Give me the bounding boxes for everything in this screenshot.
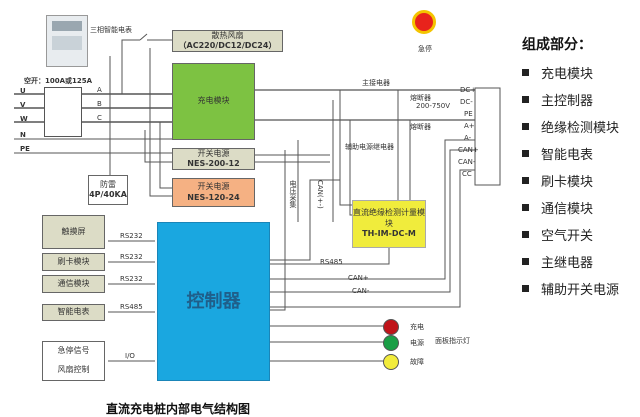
link-rs232-2: RS232 [120,253,143,261]
component-item: 智能电表 [522,144,593,163]
component-item: 通信模块 [522,198,593,217]
diagram-title: 直流充电桩内部电气结构图 [106,402,251,416]
card-reader: 刷卡模块 [42,253,105,271]
fault-indicator [383,354,399,370]
link-can-plus: CAN+ [348,274,369,282]
phase-w: W [20,115,28,123]
terminal-pe: PE [464,110,473,118]
link-rs485-right: RS485 [320,258,343,266]
terminal-cc: CC [462,170,472,178]
terminal-can-plus: CAN+ [458,146,479,154]
meter-label: 三相智能电表 [90,26,132,34]
component-item: 刷卡模块 [522,171,593,190]
link-can-minus: CAN- [352,287,370,295]
terminal-a-plus: A+ [464,122,475,130]
tap-b: B [97,100,102,108]
terminal-can-minus: CAN- [458,158,476,166]
link-rs232-3: RS232 [120,275,143,283]
phase-u: U [20,87,26,95]
smart-meter-image [46,15,88,67]
estop-fan-control: 急停信号风扇控制 [42,341,105,381]
cooling-fan-box: 散热风扇（AC220/DC12/DC24） [172,30,283,52]
component-item: 辅助开关电源 [522,279,619,298]
controller: 控制器 [157,222,270,381]
phase-n: N [20,131,26,139]
tap-c: C [97,114,102,122]
breaker-label: 空开：100A或125A [24,77,93,85]
comm-module: 通信模块 [42,275,105,293]
voltage-sample-label: 电压采集 [289,180,297,208]
indicator-label-fault: 故障 [410,358,424,366]
smart-meter-box: 智能电表 [42,304,105,321]
fuse-top-label: 熔断器 [410,94,431,102]
panel-lights-label: 面板指示灯 [435,337,470,345]
phase-pe: PE [20,145,30,153]
components-header: 组成部分： [522,37,592,53]
component-item: 主控制器 [522,90,593,109]
indicator-label-power: 电源 [410,339,424,347]
phase-v: V [20,101,26,109]
charging-indicator [383,319,399,335]
main-relay-label: 主接电器 [362,79,390,87]
terminal-dc-plus: DC+ [460,86,477,94]
fuse-bottom-label: 熔断器 [410,123,431,131]
tap-a: A [97,86,102,94]
link-rs232-1: RS232 [120,232,143,240]
terminal-dc-minus: DC- [460,98,473,106]
charging-module: 充电模块 [172,63,255,140]
indicator-label-charging: 充电 [410,323,424,331]
terminal-a-minus: A- [464,134,472,142]
can-pm-label: CAN(+-) [316,180,324,209]
voltage-range-label: 200-750V [416,102,451,110]
touchscreen: 触摸屏 [42,215,105,249]
component-item: 空气开关 [522,225,593,244]
component-item: 充电模块 [522,63,593,82]
air-breaker[interactable] [44,87,82,137]
link-rs485: RS485 [120,303,143,311]
link-io: I/O [125,352,135,360]
aux-relay-label: 辅助电源继电器 [345,143,394,151]
estop-label: 急停 [418,45,432,53]
power-indicator [383,335,399,351]
component-item: 绝缘检测模块 [522,117,619,136]
emergency-stop-icon[interactable] [412,10,436,34]
component-item: 主继电器 [522,252,593,271]
